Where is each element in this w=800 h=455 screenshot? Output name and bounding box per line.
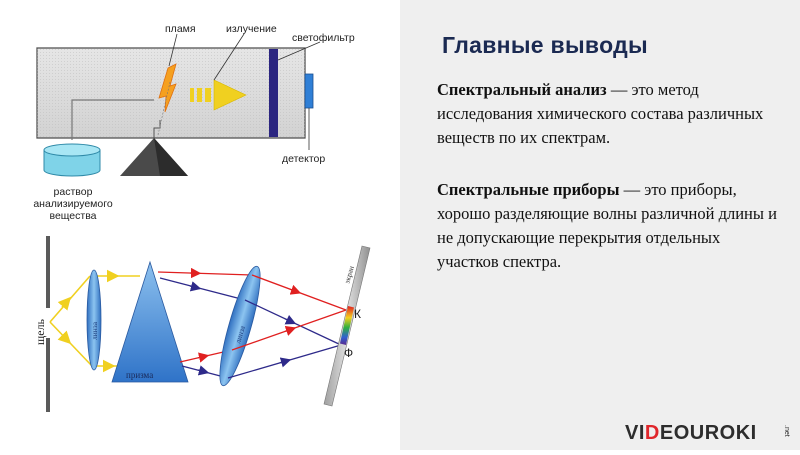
definition-spectral-analysis: Спектральный анализ — это метод исследов… xyxy=(437,78,777,150)
diagram-panel: пламя излучение светофильтр детектор рас… xyxy=(0,0,400,450)
text-panel: Главные выводы Спектральный анализ — это… xyxy=(400,0,800,450)
lens-1 xyxy=(87,270,101,370)
videouroki-logo: VIDEOUROKI xyxy=(625,422,757,445)
label-radiation: излучение xyxy=(226,23,277,35)
label-filter: светофильтр xyxy=(292,32,355,44)
term-spectral-analysis: Спектральный анализ xyxy=(437,80,607,99)
label-detector: детектор xyxy=(282,153,325,165)
label-slit: щель xyxy=(33,318,47,345)
detector xyxy=(305,74,313,108)
prism xyxy=(112,262,188,382)
prism-spectroscope-diagram: щель линза призма линза экран К Ф xyxy=(33,236,370,412)
slit-lower xyxy=(46,338,50,412)
term-spectral-devices: Спектральные приборы xyxy=(437,180,619,199)
spectral-diagrams: пламя излучение светофильтр детектор рас… xyxy=(0,0,400,450)
slit-upper xyxy=(46,236,50,308)
label-F: Ф xyxy=(344,346,353,360)
solution-vessel xyxy=(44,144,100,176)
definition-spectral-devices: Спектральные приборы — это приборы, хоро… xyxy=(437,178,777,274)
flame-spectrometer-diagram: пламя излучение светофильтр детектор рас… xyxy=(33,23,354,222)
label-K: К xyxy=(354,307,361,321)
slide-title: Главные выводы xyxy=(442,32,648,59)
light-filter xyxy=(269,49,278,137)
label-solution-2: анализируемого xyxy=(33,198,113,210)
label-flame: пламя xyxy=(165,23,196,35)
label-lens-1: линза xyxy=(90,321,99,340)
label-prism: призма xyxy=(126,370,153,380)
label-solution-3: вещества xyxy=(49,210,96,222)
logo-suffix: .net xyxy=(783,425,790,437)
label-solution-1: раствор xyxy=(54,186,93,198)
